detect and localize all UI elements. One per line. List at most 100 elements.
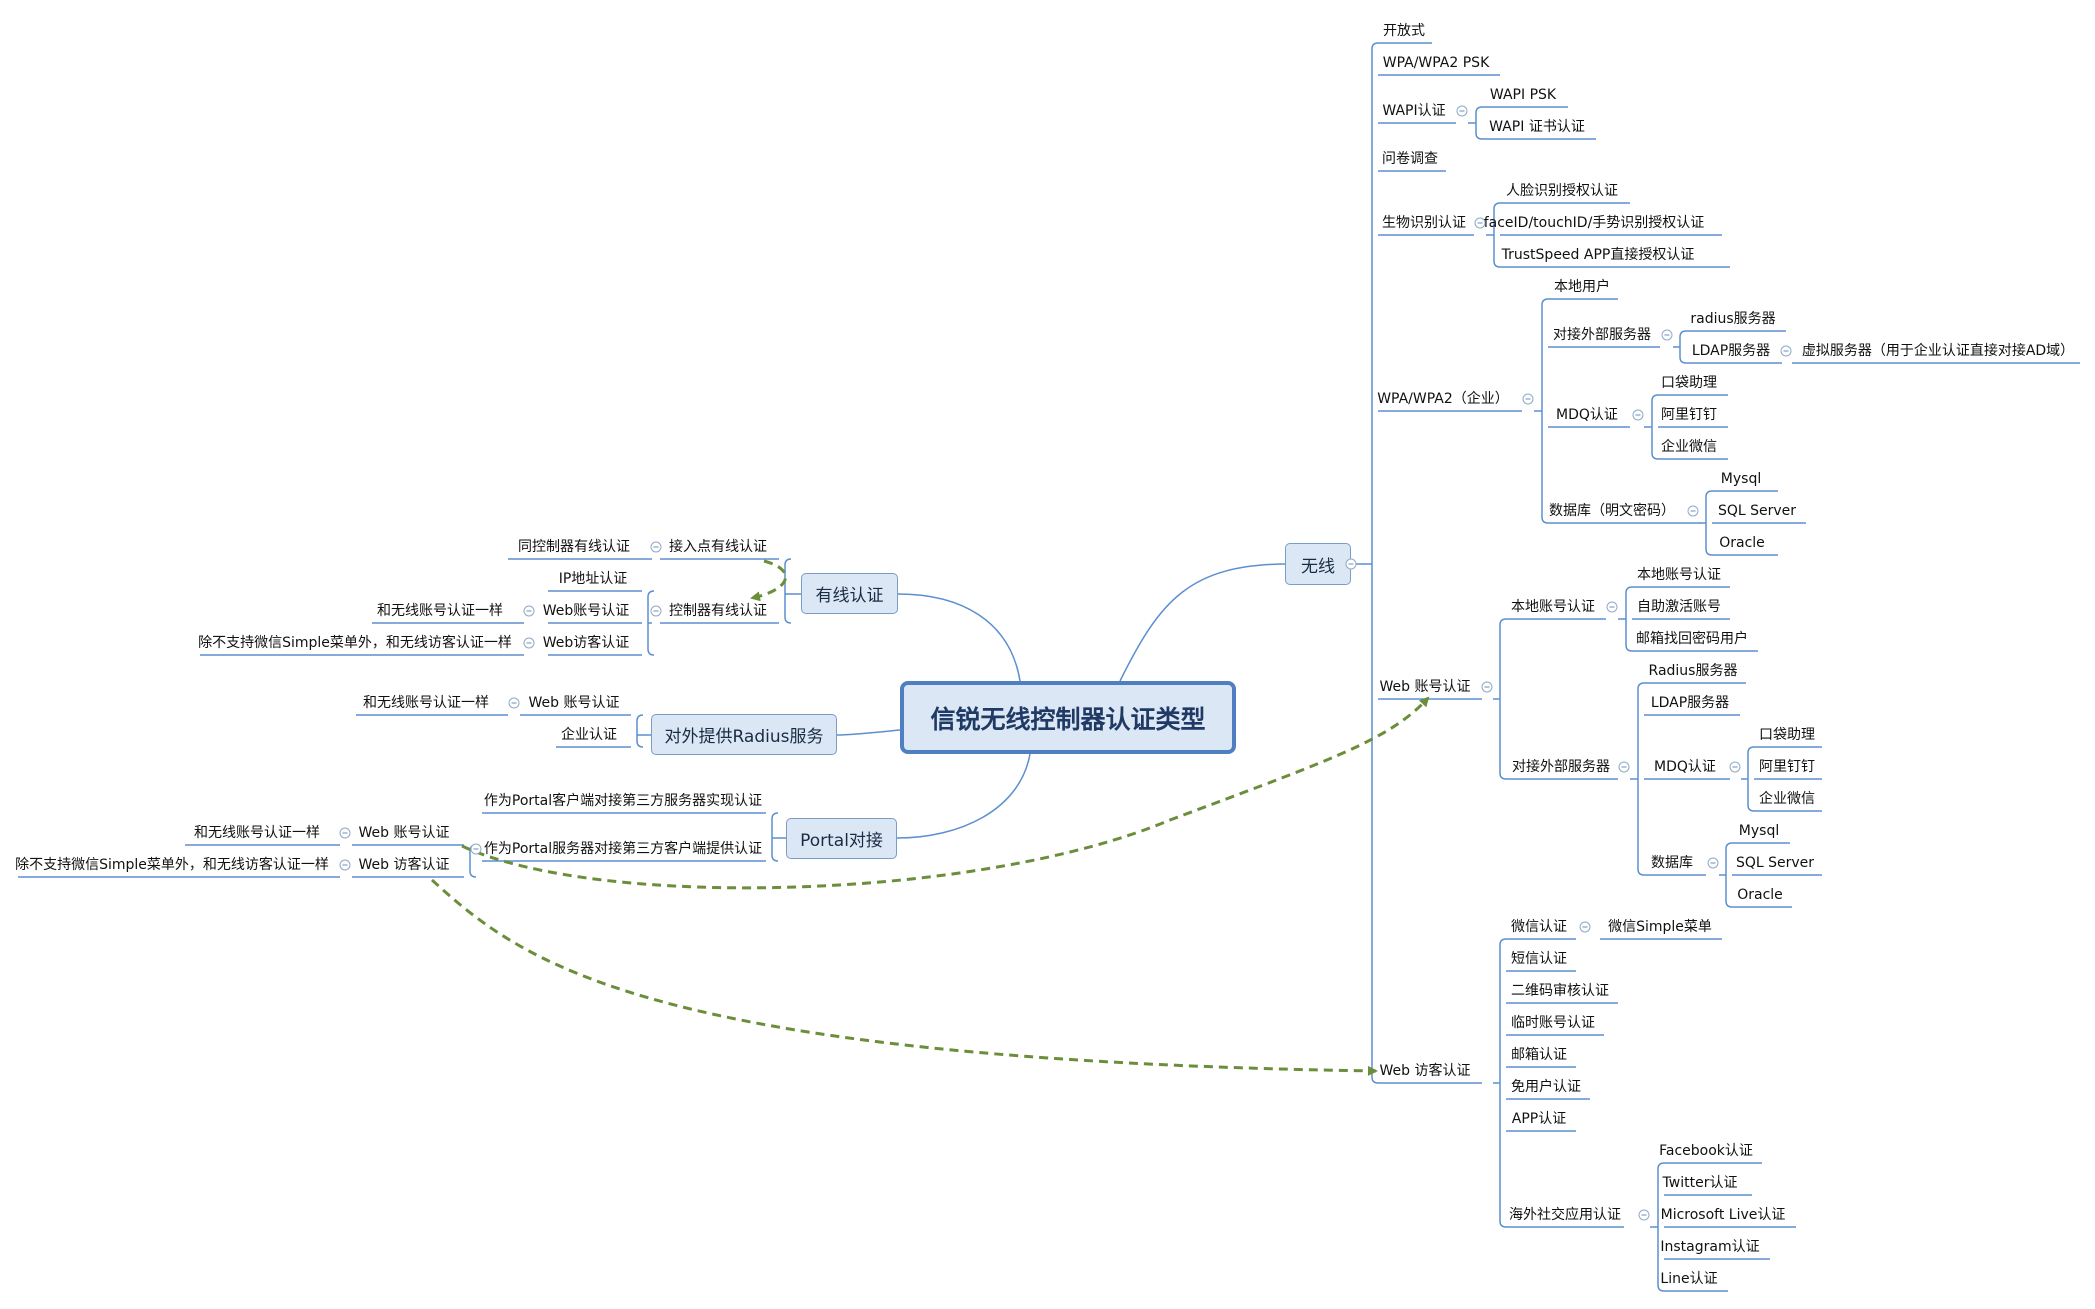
wa-db-1[interactable]: Mysql <box>1738 823 1780 839</box>
wa-db-3[interactable]: Oracle <box>1737 887 1783 903</box>
wireless-survey[interactable]: 问卷调查 <box>1382 151 1438 167</box>
ent-local[interactable]: 本地用户 <box>1554 279 1610 295</box>
ent-mdq-1[interactable]: 口袋助理 <box>1661 375 1717 391</box>
radius-web-account[interactable]: Web 账号认证 <box>528 695 620 711</box>
bio-face[interactable]: 人脸识别授权认证 <box>1506 183 1618 199</box>
wapi-cert[interactable]: WAPI 证书认证 <box>1489 119 1585 135</box>
wa-db[interactable]: 数据库 <box>1651 855 1693 871</box>
portal-web-guest-note[interactable]: 除不支持微信Simple菜单外，和无线访客认证一样 <box>15 857 329 873</box>
ent-db-1[interactable]: Mysql <box>1720 471 1762 487</box>
wa-mdq-3[interactable]: 企业微信 <box>1759 791 1815 807</box>
wired-ctrl[interactable]: 控制器有线认证 <box>669 603 767 619</box>
wa-mdq[interactable]: MDQ认证 <box>1654 759 1716 775</box>
wired-ap-note[interactable]: 同控制器有线认证 <box>518 539 630 555</box>
wa-db-2[interactable]: SQL Server <box>1735 855 1815 871</box>
collapse-icon[interactable] <box>1632 409 1644 421</box>
root-topic[interactable]: 信锐无线控制器认证类型 <box>900 681 1236 754</box>
collapse-icon[interactable] <box>523 605 535 617</box>
wg-social[interactable]: 海外社交应用认证 <box>1509 1207 1621 1223</box>
collapse-icon[interactable] <box>1481 681 1493 693</box>
radius-web-account-note[interactable]: 和无线账号认证一样 <box>363 695 489 711</box>
topic-wireless[interactable]: 无线 <box>1285 543 1351 585</box>
collapse-icon[interactable] <box>1522 393 1534 405</box>
wireless-open[interactable]: 开放式 <box>1383 23 1425 39</box>
bio-faceid[interactable]: faceID/touchID/手势识别授权认证 <box>1483 215 1705 231</box>
wg-temp[interactable]: 临时账号认证 <box>1511 1015 1595 1031</box>
collapse-icon[interactable] <box>1780 345 1792 357</box>
wired-web-guest[interactable]: Web访客认证 <box>542 635 630 651</box>
wg-social-ig[interactable]: Instagram认证 <box>1660 1239 1760 1255</box>
ent-db[interactable]: 数据库（明文密码） <box>1549 503 1675 519</box>
radius-enterprise[interactable]: 企业认证 <box>561 727 617 743</box>
wg-qr[interactable]: 二维码审核认证 <box>1511 983 1609 999</box>
collapse-icon[interactable] <box>339 827 351 839</box>
collapse-icon[interactable] <box>523 637 535 649</box>
wired-web-guest-note[interactable]: 除不支持微信Simple菜单外，和无线访客认证一样 <box>198 635 512 651</box>
wa-local-3[interactable]: 邮箱找回密码用户 <box>1636 631 1748 647</box>
collapse-icon[interactable] <box>508 697 520 709</box>
collapse-icon[interactable] <box>1345 558 1357 570</box>
collapse-icon[interactable] <box>1579 921 1591 933</box>
wired-ip[interactable]: IP地址认证 <box>558 571 628 587</box>
wireless-bio[interactable]: 生物识别认证 <box>1382 215 1466 231</box>
wired-web-account-note[interactable]: 和无线账号认证一样 <box>377 603 503 619</box>
portal-web-guest[interactable]: Web 访客认证 <box>358 857 450 873</box>
collapse-icon[interactable] <box>1456 105 1468 117</box>
topic-portal[interactable]: Portal对接 <box>786 818 897 859</box>
portal-web-account-note[interactable]: 和无线账号认证一样 <box>194 825 320 841</box>
ent-mdq-2[interactable]: 阿里钉钉 <box>1661 407 1717 423</box>
ent-external[interactable]: 对接外部服务器 <box>1553 327 1651 343</box>
wa-radius[interactable]: Radius服务器 <box>1648 663 1738 679</box>
bio-trustspeed[interactable]: TrustSpeed APP直接授权认证 <box>1501 247 1695 263</box>
ent-radius[interactable]: radius服务器 <box>1690 311 1776 327</box>
wapi-psk[interactable]: WAPI PSK <box>1489 87 1557 103</box>
wg-social-fb[interactable]: Facebook认证 <box>1659 1143 1753 1159</box>
wireless-enterprise[interactable]: WPA/WPA2（企业） <box>1377 391 1509 407</box>
wa-local-1[interactable]: 本地账号认证 <box>1637 567 1721 583</box>
wg-social-line[interactable]: Line认证 <box>1660 1271 1718 1287</box>
wireless-wapi[interactable]: WAPI认证 <box>1382 103 1446 119</box>
wa-local-2[interactable]: 自助激活账号 <box>1637 599 1721 615</box>
collapse-icon[interactable] <box>1687 505 1699 517</box>
collapse-icon[interactable] <box>650 541 662 553</box>
wa-mdq-2[interactable]: 阿里钉钉 <box>1759 759 1815 775</box>
wireless-web-guest[interactable]: Web 访客认证 <box>1379 1063 1471 1079</box>
wg-free[interactable]: 免用户认证 <box>1511 1079 1581 1095</box>
wa-external[interactable]: 对接外部服务器 <box>1512 759 1610 775</box>
portal-server[interactable]: 作为Portal服务器对接第三方客户端提供认证 <box>483 841 763 857</box>
ent-ldap-note[interactable]: 虚拟服务器（用于企业认证直接对接AD域） <box>1801 343 2075 359</box>
wireless-psk[interactable]: WPA/WPA2 PSK <box>1382 55 1490 71</box>
wg-app[interactable]: APP认证 <box>1511 1111 1567 1127</box>
collapse-icon[interactable] <box>1606 601 1618 613</box>
wg-wechat-simple[interactable]: 微信Simple菜单 <box>1608 919 1712 935</box>
collapse-icon[interactable] <box>1638 1209 1650 1221</box>
wg-social-ms[interactable]: Microsoft Live认证 <box>1660 1207 1786 1223</box>
wg-social-tw[interactable]: Twitter认证 <box>1662 1175 1738 1191</box>
portal-web-account[interactable]: Web 账号认证 <box>358 825 450 841</box>
ent-mdq-3[interactable]: 企业微信 <box>1661 439 1717 455</box>
ent-db-3[interactable]: Oracle <box>1719 535 1765 551</box>
collapse-icon[interactable] <box>1729 761 1741 773</box>
wa-local[interactable]: 本地账号认证 <box>1511 599 1595 615</box>
collapse-icon[interactable] <box>1474 217 1486 229</box>
wireless-web-account[interactable]: Web 账号认证 <box>1379 679 1471 695</box>
collapse-icon[interactable] <box>1707 857 1719 869</box>
wa-ldap[interactable]: LDAP服务器 <box>1650 695 1730 711</box>
wa-mdq-1[interactable]: 口袋助理 <box>1759 727 1815 743</box>
wg-email[interactable]: 邮箱认证 <box>1511 1047 1567 1063</box>
topic-radius-service[interactable]: 对外提供Radius服务 <box>651 714 837 755</box>
ent-db-2[interactable]: SQL Server <box>1717 503 1797 519</box>
portal-client[interactable]: 作为Portal客户端对接第三方服务器实现认证 <box>483 793 763 809</box>
wired-ap[interactable]: 接入点有线认证 <box>669 539 767 555</box>
wired-web-account[interactable]: Web账号认证 <box>542 603 630 619</box>
collapse-icon[interactable] <box>1661 329 1673 341</box>
ent-mdq[interactable]: MDQ认证 <box>1556 407 1618 423</box>
ent-ldap[interactable]: LDAP服务器 <box>1691 343 1771 359</box>
topic-wired[interactable]: 有线认证 <box>801 573 898 614</box>
collapse-icon[interactable] <box>650 605 662 617</box>
collapse-icon[interactable] <box>1618 761 1630 773</box>
collapse-icon[interactable] <box>339 859 351 871</box>
wg-wechat[interactable]: 微信认证 <box>1511 919 1567 935</box>
collapse-icon[interactable] <box>470 843 482 855</box>
wg-sms[interactable]: 短信认证 <box>1511 951 1567 967</box>
